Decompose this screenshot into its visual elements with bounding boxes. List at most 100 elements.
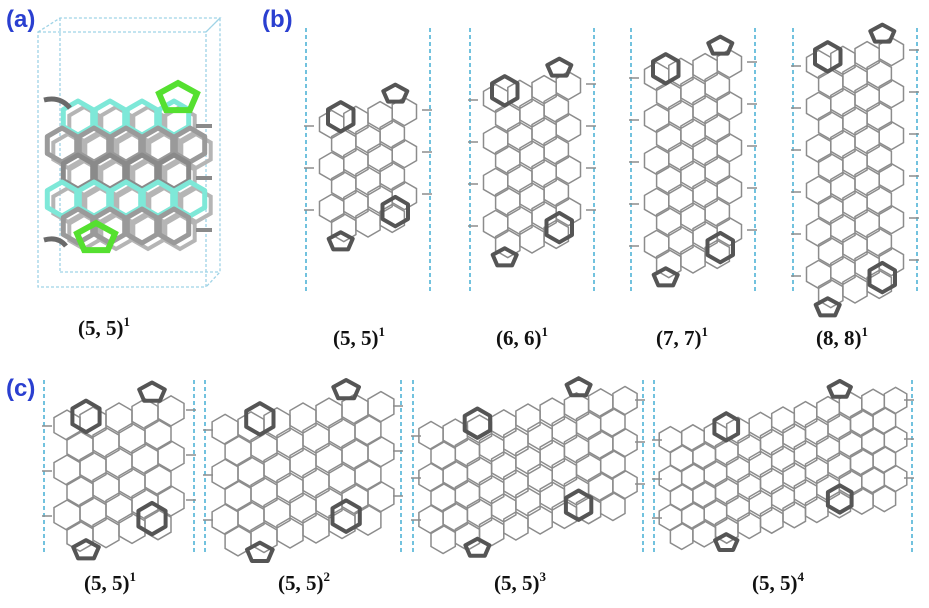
structure-c-2-hex [211, 458, 239, 491]
structure-c-2-hex [289, 402, 317, 434]
structure-b-2-hex [494, 102, 521, 133]
structure-c-1-hex [79, 451, 107, 483]
structure-b-4-hex [854, 124, 880, 155]
structure-c-4-hex [714, 438, 739, 467]
structure-c-3-hex [478, 432, 505, 463]
structure-c-4-defect-ring [712, 411, 741, 443]
structure-c-2 [203, 378, 403, 563]
structure-b-3-defect-ring [705, 230, 735, 265]
structure-c-2-hex [211, 413, 239, 446]
structure-b-3-hex [692, 94, 718, 125]
structure-c-2-hex [341, 438, 369, 470]
label-c-1: (5, 5)1 [84, 569, 136, 595]
structure-c-2-defect-ring [330, 498, 362, 534]
panel-a-structure [37, 16, 222, 288]
label-b-1-base: (5, 5) [333, 326, 379, 350]
structure-b-4-defect-ring [867, 260, 897, 295]
structure-c-4-hex [793, 400, 818, 429]
structure-b-4-hex [805, 133, 832, 164]
structure-c-2-hex [250, 476, 278, 509]
structure-b-3-defect-pentagon [706, 34, 735, 56]
cell-box-top [37, 17, 222, 33]
structure-b-1-defect-ring [380, 194, 410, 229]
structure-b-2-defect-ring [544, 210, 574, 245]
structure-b-4-hex [830, 87, 856, 118]
structure-b-3-hex [680, 202, 706, 232]
label-b-2-sup: 1 [542, 324, 549, 339]
structure-b-3-hex [655, 122, 682, 153]
label-c-3-base: (5, 5) [494, 571, 540, 595]
structure-b-4-hex [866, 101, 893, 132]
structure-c-4-hex [759, 467, 784, 496]
panel-letter-c: (c) [6, 375, 35, 402]
structure-b-1-hex [343, 105, 369, 136]
structure-b-3-hex [680, 118, 706, 148]
label-c-4-sup: 4 [798, 569, 805, 584]
structure-c-1-defect-ring [70, 398, 102, 435]
structure-b-2-hex [555, 70, 582, 101]
structure-c-3-defect-ring [563, 488, 594, 522]
structure-b-4-hex [842, 64, 868, 94]
structure-b-3-hex [716, 132, 743, 163]
panel-b-structures [304, 22, 919, 318]
structure-c-1-hex [92, 471, 120, 504]
structure-c-2-hex [328, 417, 356, 450]
structure-c-4-hex [804, 417, 829, 446]
structure-c-4-hex [849, 409, 874, 437]
structure-b-4-hex [805, 259, 832, 290]
structure-c-1-hex [66, 520, 94, 553]
structure-c-1-hex [118, 467, 146, 500]
label-b-4-base: (8, 8) [816, 326, 862, 350]
cell-box-front [37, 31, 207, 288]
structure-b-2-hex [494, 186, 521, 217]
structure-b-1-hex [355, 208, 381, 238]
structure-c-4-hex [827, 412, 852, 441]
structure-b-2-defect-pentagon [490, 246, 519, 268]
structure-c-3-defect-pentagon [564, 376, 593, 398]
structure-c-3-hex [515, 403, 541, 433]
structure-c-4-hex [748, 450, 773, 479]
structure-b-4-hex [866, 185, 893, 216]
structure-b-1-hex [355, 124, 381, 154]
structure-b-3-hex [716, 216, 743, 247]
structure-c-4-hex [816, 395, 841, 424]
structure-b-4-hex [817, 68, 844, 99]
label-a-1-sup: 1 [124, 314, 131, 329]
structure-b-2-hex [507, 121, 533, 152]
structure-b-1-hex [379, 161, 406, 192]
structure-c-1 [42, 380, 196, 561]
label-c-3-sup: 3 [540, 569, 547, 584]
structure-c-3-hex [539, 481, 566, 511]
structure-b-2-hex [555, 196, 582, 227]
structure-b-4-hex [830, 213, 856, 244]
structure-c-3-hex [418, 462, 444, 493]
structure-c-3-hex [490, 451, 517, 481]
structure-b-3-hex [704, 113, 731, 144]
structure-c-1-hex [131, 443, 159, 475]
structure-c-2-hex [276, 472, 304, 504]
structure-c-3-hex [612, 469, 638, 500]
structure-b-3-defect-pentagon [651, 266, 680, 288]
structure-c-1-hex [118, 422, 146, 455]
structure-b-3-hex [655, 80, 682, 111]
structure-b-1-hex [330, 170, 357, 201]
structure-b-2-hex [507, 163, 533, 194]
structure-b-2-hex [507, 205, 533, 236]
structure-b-4-hex [830, 45, 856, 76]
structure-b-1-hex [318, 151, 345, 182]
structure-b-4-hex [830, 171, 856, 202]
green-pentagon [73, 219, 119, 254]
structure-b-3-hex [704, 71, 731, 102]
structure-b-3-hex [668, 183, 694, 214]
panel-letter-a: (a) [6, 6, 35, 33]
structure-b-3-defect-ring [651, 52, 681, 86]
structure-c-4-hex [669, 522, 694, 551]
structure-c-1-hex [92, 426, 120, 459]
structure-c-1-hex [105, 492, 133, 524]
structure-c-3-hex [418, 504, 444, 535]
structure-b-1-hex [391, 138, 418, 169]
structure-c-2-hex [354, 504, 382, 536]
label-c-4: (5, 5)4 [752, 569, 805, 595]
structure-b-4-hex [842, 190, 868, 220]
structure-b-3-hex [643, 145, 670, 176]
